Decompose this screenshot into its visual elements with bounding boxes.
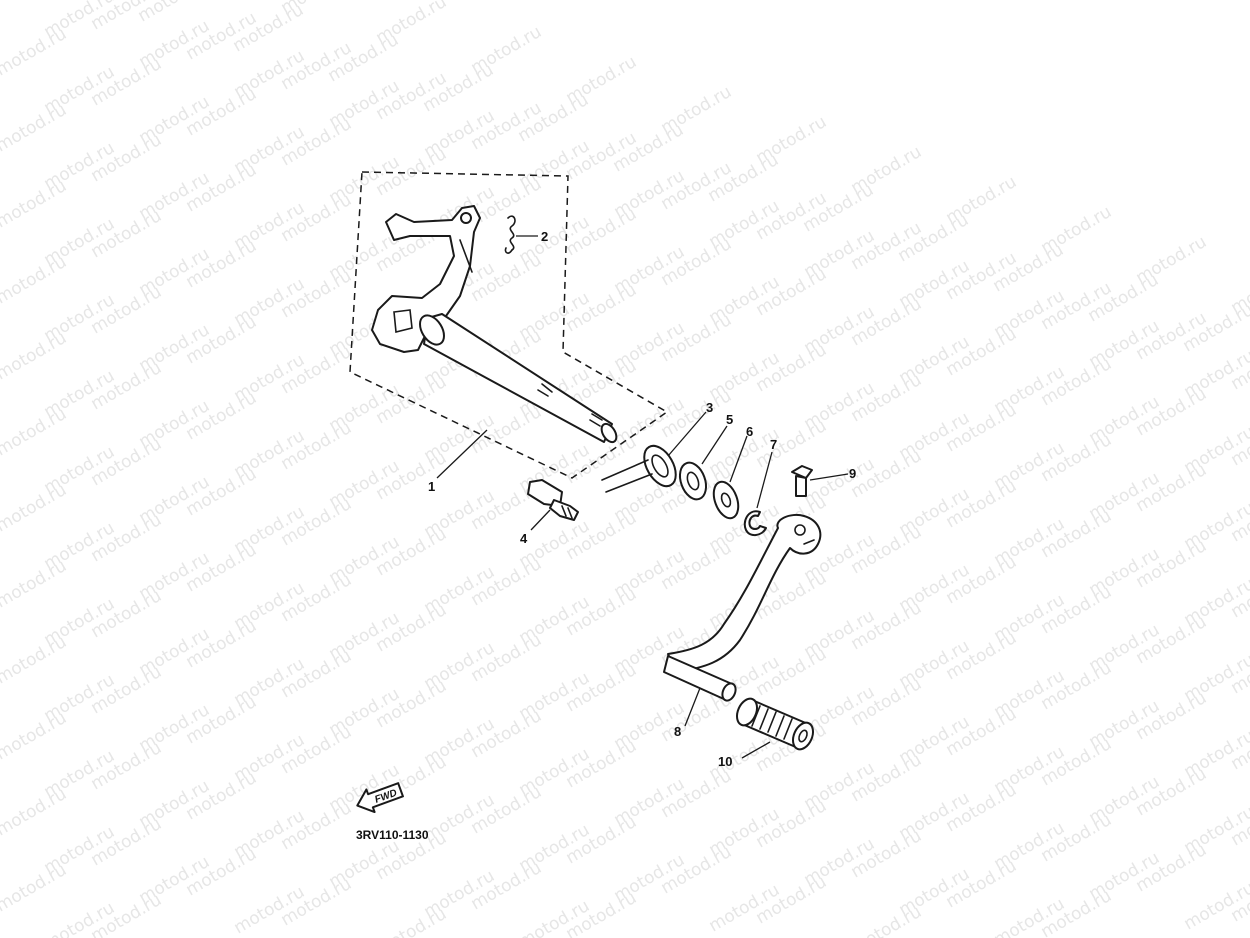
callout-4: 4 [520, 531, 528, 546]
watermark-text: motod.ru [373, 904, 451, 938]
watermark-text: motod.ru [0, 100, 70, 156]
watermark-text: motod.ru [0, 784, 70, 840]
watermark-text: motod.ru [0, 0, 70, 4]
fwd-arrow-icon: FWD [356, 782, 404, 814]
pinch-bolt [791, 465, 813, 497]
assembly-outline [349, 171, 669, 479]
watermark-text: motod.ru [0, 632, 70, 688]
oil-seal [678, 461, 708, 501]
diagram-code: 3RV110-1130 [356, 828, 429, 842]
torsion-spring [601, 444, 677, 493]
callout-1: 1 [428, 479, 435, 494]
circlip [743, 510, 767, 536]
watermark-text: motod.ru [0, 404, 70, 460]
leader-lines [436, 235, 849, 759]
callout-9: 9 [849, 466, 856, 481]
spring-small [504, 215, 516, 254]
watermark-text: motod.ru [0, 176, 70, 232]
callout-5: 5 [726, 412, 733, 427]
washer [712, 480, 740, 520]
watermark-text: motod.ru [0, 860, 70, 916]
callout-6: 6 [746, 424, 753, 439]
watermark-text: motod.ru [0, 480, 70, 536]
callout-10: 10 [718, 754, 732, 769]
stud-bolt [527, 479, 579, 521]
callout-8: 8 [674, 724, 681, 739]
callout-7: 7 [770, 437, 777, 452]
watermark-text: motod.ru [848, 902, 926, 938]
watermark-text: motod.ru [0, 556, 70, 612]
watermark-text: motod.ru [0, 708, 70, 764]
pedal-rubber [735, 697, 815, 751]
shift-pedal [663, 514, 822, 702]
callout-2: 2 [541, 229, 548, 244]
watermark-text: motod.ru [0, 24, 70, 80]
watermark-text: motod.ru [0, 328, 70, 384]
callout-3: 3 [706, 400, 713, 415]
shift-shaft-assembly [371, 205, 618, 444]
watermark-text: motod.ru [0, 252, 70, 308]
